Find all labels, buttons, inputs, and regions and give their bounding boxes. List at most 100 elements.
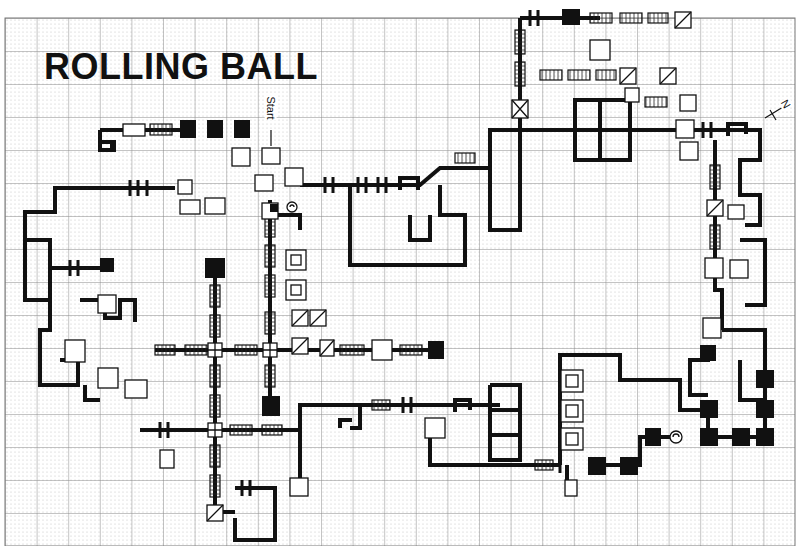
ramp-box [207, 505, 223, 521]
ladder-corridor [455, 153, 475, 163]
black-room [700, 400, 718, 418]
room-box [425, 418, 445, 438]
ladder-corridor [645, 97, 667, 107]
ladder-corridor [265, 275, 275, 297]
black-room [756, 400, 774, 418]
spiral-symbol [287, 202, 682, 443]
room-box [705, 258, 723, 278]
ramp-box [292, 310, 308, 326]
corridor [430, 420, 560, 465]
room-box [232, 148, 250, 166]
corridor [690, 130, 760, 225]
junction-box [263, 343, 277, 357]
ramp-box [620, 68, 636, 84]
door-bars [70, 260, 78, 276]
double-room [566, 405, 578, 417]
black-room [756, 370, 774, 388]
ramp-box [660, 68, 676, 84]
door-bars [559, 457, 562, 473]
ladder-corridor [210, 445, 220, 467]
corridor [490, 410, 520, 435]
ladder-corridor [535, 460, 553, 470]
spiral-symbol [662, 436, 670, 437]
spiral-symbol [290, 205, 294, 207]
room-box [565, 480, 577, 496]
black-room [270, 204, 278, 212]
ramp-box [310, 310, 326, 326]
room-box [160, 450, 174, 468]
black-bracket [400, 178, 418, 190]
ladder-corridor [185, 345, 207, 355]
black-room [262, 396, 280, 416]
corridor [598, 100, 602, 160]
ladder-corridor [515, 30, 525, 54]
ramp-box [320, 340, 334, 356]
room-box [590, 40, 610, 60]
black-bracket [100, 142, 114, 152]
black-room [428, 341, 444, 359]
graph-paper [5, 18, 795, 546]
black-bracket [100, 124, 746, 428]
ladder-corridor [515, 62, 525, 86]
double-room [291, 255, 301, 265]
ramp-box [675, 12, 691, 28]
corridor [298, 430, 302, 478]
room-box [98, 295, 116, 313]
room-box [680, 142, 698, 160]
ladder-corridor [540, 70, 562, 80]
corridor [745, 330, 765, 400]
corridor [300, 405, 360, 430]
room-box [730, 260, 748, 278]
junction-box [208, 423, 222, 437]
ladder-corridor [230, 425, 252, 435]
ladder-corridor [400, 345, 422, 355]
black-room [700, 428, 718, 446]
black-room [620, 457, 638, 475]
ladder-corridor [620, 13, 642, 23]
room-box [285, 168, 303, 186]
ramp-box [207, 505, 223, 521]
room-box [180, 200, 200, 214]
corridor [275, 215, 300, 230]
start-label: Start [265, 95, 277, 120]
spiral-symbol [287, 202, 297, 212]
junction-box [263, 343, 277, 357]
junction-box [262, 203, 278, 219]
ramp-box [207, 12, 723, 521]
room-box [290, 478, 308, 496]
room-box [680, 95, 696, 111]
ramp-box [707, 200, 723, 216]
double-room [566, 375, 578, 387]
black-room [207, 120, 223, 138]
ladder-corridor [648, 13, 668, 23]
double-room [561, 370, 583, 392]
black-room [234, 120, 250, 138]
black-room [562, 9, 580, 25]
room-box [205, 198, 225, 214]
black-bracket [728, 124, 746, 136]
corridor [25, 240, 50, 268]
ladder-corridor [235, 345, 257, 355]
graph-paper [5, 18, 795, 546]
black-room [180, 120, 196, 138]
ladder-corridor [710, 165, 720, 189]
ladder-corridor [265, 312, 275, 334]
ramp-box [320, 340, 334, 356]
door-bars [242, 480, 250, 496]
black-room [205, 258, 225, 278]
door-bars [160, 422, 168, 438]
room-box [65, 340, 85, 362]
double-room [286, 250, 306, 270]
ramp-box [292, 310, 308, 326]
corridor [520, 16, 600, 20]
room-box [65, 40, 748, 496]
junction-box [208, 423, 222, 437]
double-room [566, 433, 578, 445]
ladder-corridor [710, 225, 720, 249]
black-room [588, 457, 606, 475]
junction-box [208, 343, 222, 357]
ladder-corridor [150, 124, 172, 135]
ladder-corridor [210, 475, 220, 497]
double-room [291, 285, 301, 295]
